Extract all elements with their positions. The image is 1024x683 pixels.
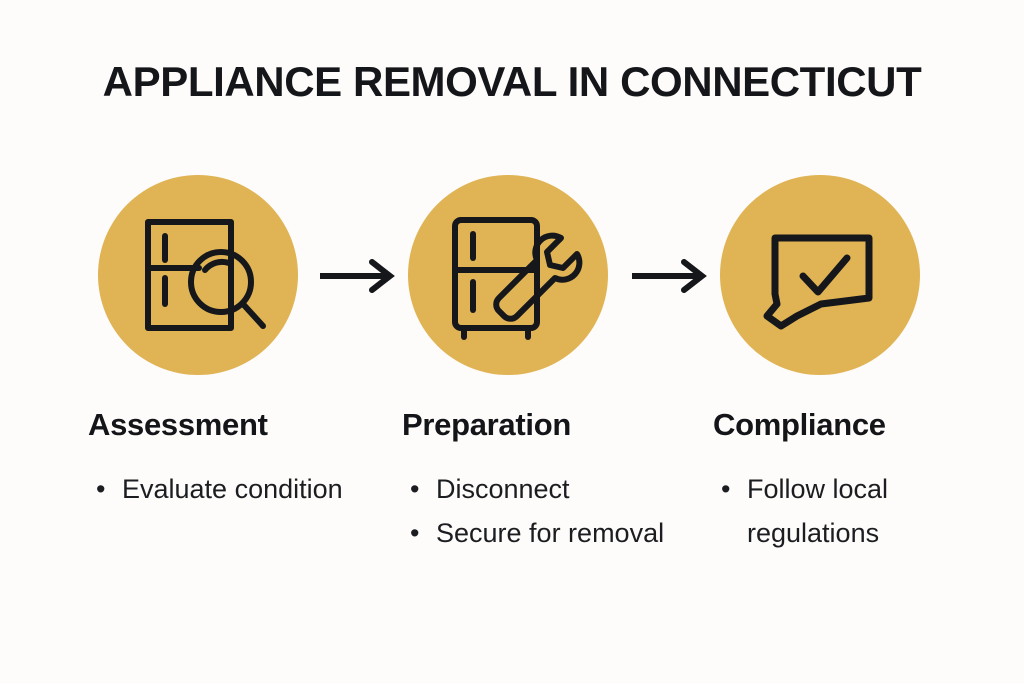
steps-icon-row [0,155,1024,395]
step-1-column: Assessment • Evaluate condition [88,407,388,512]
step-2-heading: Preparation [402,407,571,442]
step-1-icon-circle [98,175,298,375]
refrigerator-wrench-icon [433,200,583,350]
step-1-bullet-list: • Evaluate condition [88,468,388,512]
step-2-bullet-list: • Disconnect • Secure for removal [402,468,702,555]
list-item: • Evaluate condition [88,468,352,512]
step-2-icon-circle [408,175,608,375]
list-item-text: Secure for removal [436,517,665,548]
steps-text-columns: Assessment • Evaluate condition Preparat… [0,407,1024,638]
arrow-step1-to-step2 [318,259,400,293]
bullet-marker: • [96,474,106,505]
list-item: • Follow local regulations [713,468,977,555]
step-3-heading: Compliance [713,407,886,442]
step-1-heading: Assessment [88,407,268,442]
step-3-icon-circle [720,175,920,375]
page-title: APPLIANCE REMOVAL IN CONNECTICUT [102,58,922,105]
bullet-marker: • [410,517,420,548]
list-item-text: Evaluate condition [122,474,343,505]
list-item: • Secure for removal [402,512,666,556]
list-item-text: Disconnect [436,474,570,505]
list-item-text: Follow local regulations [747,474,889,548]
arrow-step2-to-step3 [630,259,712,293]
connecticut-checkmark-icon [745,200,895,350]
bullet-marker: • [410,474,420,505]
step-2-column: Preparation • Disconnect • Secure for re… [402,407,702,556]
step-3-column: Compliance • Follow local regulations [713,407,1013,556]
step-3-bullet-list: • Follow local regulations [713,468,1013,555]
bullet-marker: • [721,474,731,505]
refrigerator-magnifier-icon [123,200,273,350]
list-item: • Disconnect [402,468,666,512]
